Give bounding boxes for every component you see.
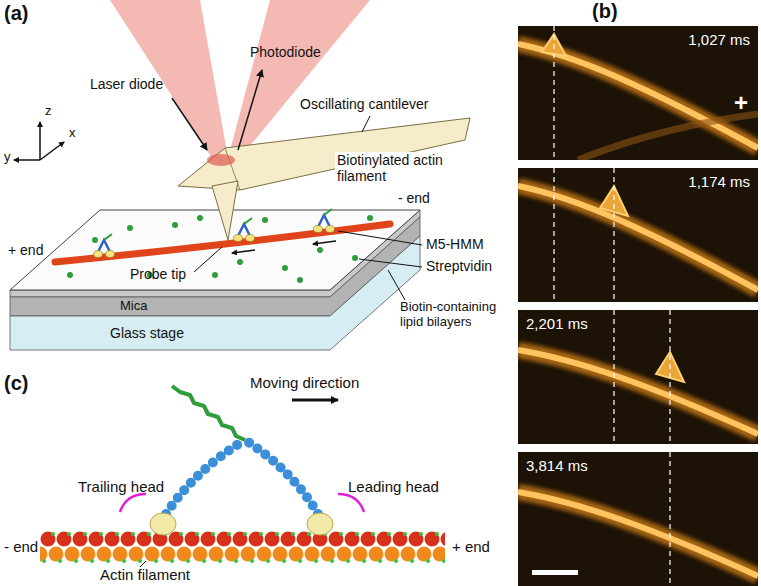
end-label: + end [8,242,43,258]
timestamp: 3,814 ms [526,458,588,475]
end-label: + end [452,538,490,555]
panel-letter: (b) [592,0,618,23]
end-mark: + [734,90,748,116]
afm-frame: 2,201 ms [518,310,758,444]
axis-label: y [4,150,11,165]
afm-frame: 1,174 ms [518,168,758,302]
timestamp: 2,201 ms [526,316,588,333]
panel-letter: (a) [4,2,28,25]
panel-letter: (c) [4,372,28,395]
part-label: Laser diode [90,76,163,92]
timestamp: 1,027 ms [688,32,750,49]
part-label: Actin filament [100,566,190,583]
axis-label: z [45,104,52,119]
layer-label: Mica [120,299,147,314]
part-label: Photodiode [250,44,321,60]
part-label: M5-HMM [426,236,484,252]
timestamp: 1,174 ms [688,174,750,191]
afm-frame: 3,814 ms [518,452,758,586]
part-label: Trailing head [78,478,164,495]
end-label: - end [398,190,430,206]
axis-label: x [69,126,76,141]
layer-label: Glass stage [110,325,184,341]
part-label: Biotin-containing lipid bilayers [400,300,514,330]
part-label: Probe tip [130,266,186,282]
part-label: Leading head [348,478,439,495]
afm-frame: 1,027 ms + [518,26,758,160]
part-label: Oscillating cantilever [300,96,428,112]
end-label: - end [4,538,38,555]
part-label: Streptvidin [426,258,492,274]
part-label: Biotinylated actin filament [335,152,447,184]
part-label: Moving direction [250,374,359,391]
